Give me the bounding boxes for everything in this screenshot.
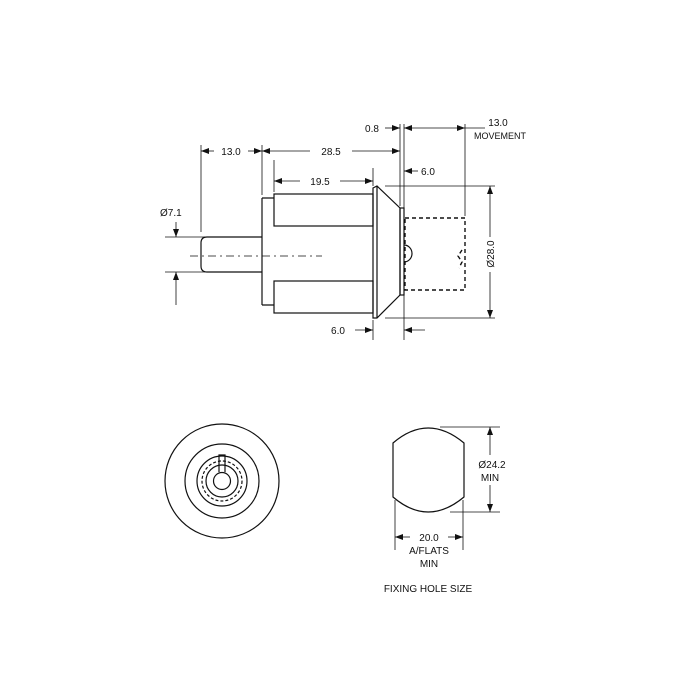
pin xyxy=(200,236,262,273)
key-bump xyxy=(403,244,413,263)
side-view: 13.0 28.5 19.5 0.8 13.0 MOVEMENT 6.0 Ø7.… xyxy=(160,118,526,340)
dim-thread-length: 19.5 xyxy=(310,177,330,188)
fixing-hole-view: Ø24.2 MIN 20.0 A/FLATS MIN FIXING HOLE S… xyxy=(384,426,506,595)
dim-bezel-diameter: Ø28.0 xyxy=(486,240,497,268)
dim-bezel-depth: 6.0 xyxy=(331,326,345,337)
dim-hole-diameter-note: MIN xyxy=(481,473,499,484)
fixing-hole-caption: FIXING HOLE SIZE xyxy=(384,584,473,595)
dim-movement-value: 13.0 xyxy=(488,118,508,129)
dim-pin-length: 13.0 xyxy=(221,147,241,158)
dim-body-length: 28.5 xyxy=(321,147,341,158)
dim-pin-diameter: Ø7.1 xyxy=(160,208,182,219)
dim-flats: 20.0 xyxy=(419,533,439,544)
thread-top xyxy=(273,193,374,227)
dim-flats-note: MIN xyxy=(420,559,438,570)
cam-movement-outline xyxy=(404,217,466,291)
bezel xyxy=(372,185,401,319)
dim-movement-label: MOVEMENT xyxy=(474,131,527,141)
fixing-hole-outline xyxy=(392,427,465,513)
dim-front-offset: 6.0 xyxy=(421,167,435,178)
thread-bottom xyxy=(273,280,374,314)
dim-hole-diameter: Ø24.2 xyxy=(478,460,506,471)
key-tab xyxy=(218,454,226,472)
dim-flats-label: A/FLATS xyxy=(409,546,449,557)
keyway xyxy=(212,471,232,491)
front-view xyxy=(164,423,280,539)
dim-plate-thickness: 0.8 xyxy=(365,124,379,135)
